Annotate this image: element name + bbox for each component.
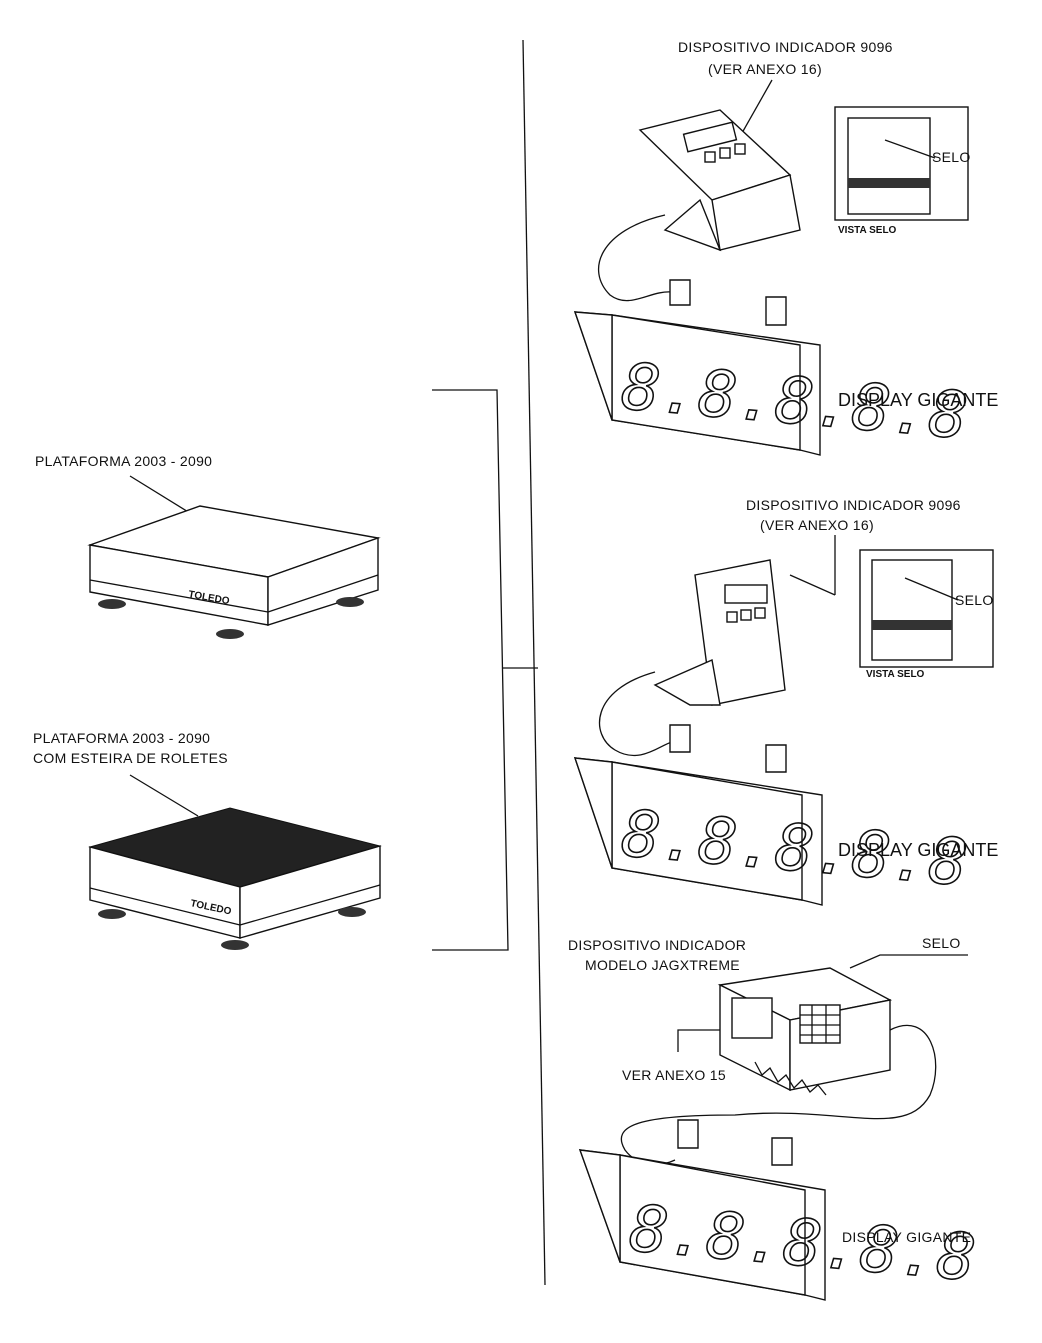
platform-roller-leader (129, 774, 199, 817)
display-middle-label: DISPLAY GIGANTE (838, 840, 998, 860)
indicator-top: DISPOSITIVO INDICADOR 9096 (VER ANEXO 16… (597, 39, 971, 302)
indicator-bottom-keypad (799, 1004, 841, 1044)
seal-view-label-middle: VISTA SELO (866, 669, 925, 680)
platform-foot (98, 599, 126, 609)
indicator-bottom: DISPOSITIVO INDICADOR MODELO JAGXTREME S… (568, 935, 968, 1166)
platform-plain: PLATAFORMA 2003 - 2090 TOLEDO (35, 453, 381, 639)
display-middle: 8.8.8.8.8 DISPLAY GIGANTE (573, 724, 998, 906)
vertical-divider (522, 39, 546, 1286)
platform-foot (338, 907, 366, 917)
platform-roller-label-line2: COM ESTEIRA DE ROLETES (33, 750, 228, 766)
seal-view-label-top: VISTA SELO (838, 225, 897, 236)
indicator-middle-label-line2: (VER ANEXO 16) (760, 517, 874, 533)
indicator-bottom-cable (620, 1024, 937, 1166)
display-top-label: DISPLAY GIGANTE (838, 390, 998, 410)
platform-bracket (432, 389, 509, 951)
indicator-top-screen (682, 121, 738, 153)
display-top: 8.8.8.8.8 DISPLAY GIGANTE (573, 279, 998, 456)
indicator-bottom-annex-label: VER ANEXO 15 (622, 1067, 726, 1083)
seal-label-middle: SELO (955, 592, 994, 608)
indicator-middle-screen (724, 584, 768, 604)
platform-foot (98, 909, 126, 919)
display-bottom-label: DISPLAY GIGANTE (842, 1229, 971, 1245)
indicator-bottom-label-line2: MODELO JAGXTREME (585, 957, 740, 973)
platform-plain-label: PLATAFORMA 2003 - 2090 (35, 453, 212, 469)
platform-foot (336, 597, 364, 607)
indicator-top-leader (741, 79, 773, 134)
indicator-middle-label-line1: DISPOSITIVO INDICADOR 9096 (746, 497, 961, 513)
indicator-bottom-label-line1: DISPOSITIVO INDICADOR (568, 937, 746, 953)
indicator-bottom-seal-leader (849, 954, 968, 969)
indicator-bottom-seal-label: SELO (922, 935, 961, 951)
indicator-top-cable (597, 214, 673, 302)
indicator-middle: DISPOSITIVO INDICADOR 9096 (VER ANEXO 16… (599, 497, 994, 757)
indicator-bottom-annex-leader (677, 1029, 720, 1052)
indicator-top-label-line2: (VER ANEXO 16) (708, 61, 822, 77)
seal-label-top: SELO (932, 149, 971, 165)
platform-roller-label-line1: PLATAFORMA 2003 - 2090 (33, 730, 210, 746)
platform-foot (216, 629, 244, 639)
display-bottom: 8.8.8.8.8 DISPLAY GIGANTE (578, 1119, 979, 1301)
indicator-middle-cable (599, 671, 673, 757)
indicator-top-label-line1: DISPOSITIVO INDICADOR 9096 (678, 39, 893, 55)
indicator-bottom-screen (731, 997, 773, 1039)
platform-foot (221, 940, 249, 950)
platform-roller: PLATAFORMA 2003 - 2090 COM ESTEIRA DE RO… (33, 730, 382, 950)
